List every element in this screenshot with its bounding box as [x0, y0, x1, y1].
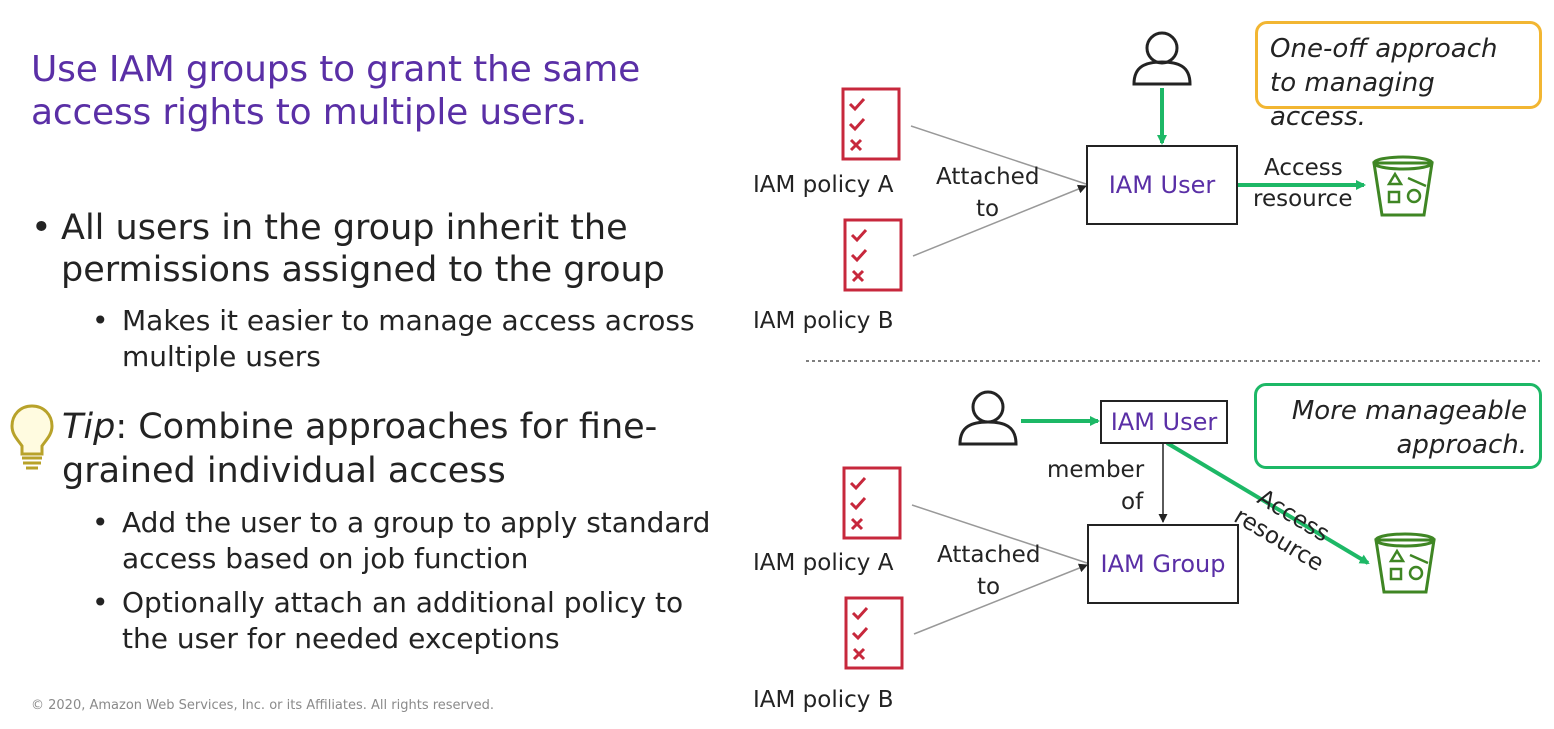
policy-a-label: IAM policy A — [753, 550, 894, 576]
attached-label: Attached — [937, 542, 1041, 568]
to-label: to — [976, 196, 1000, 222]
member-label: member — [1047, 457, 1145, 483]
policy-b-icon — [844, 596, 904, 670]
policy-a-label: IAM policy A — [753, 172, 894, 198]
user-icon — [1132, 31, 1192, 86]
callout-one-off: One-off approach to managing access. — [1255, 21, 1542, 132]
attached-label: Attached — [936, 164, 1040, 190]
tip-label: Tip — [62, 407, 116, 447]
sub-bullet-policy-text: Optionally attach an additional policy t… — [122, 586, 684, 655]
sub-bullet-group: • Add the user to a group to apply stand… — [92, 505, 712, 577]
sub-bullet-policy: • Optionally attach an additional policy… — [92, 585, 732, 657]
copyright-footer: © 2020, Amazon Web Services, Inc. or its… — [31, 698, 494, 713]
bullet-inherit-text: All users in the group inherit the permi… — [61, 208, 665, 290]
attach-line-a — [911, 504, 1088, 564]
attach-line-b — [913, 563, 1088, 635]
policy-a-icon — [841, 87, 901, 161]
bucket-icon — [1374, 532, 1436, 594]
resource-label: resource — [1253, 186, 1353, 212]
to-label: to — [977, 574, 1001, 600]
bullet-dot: • — [92, 506, 109, 539]
attach-line-a — [910, 125, 1087, 185]
of-label: of — [1121, 489, 1144, 515]
sub-bullet-group-text: Add the user to a group to apply standar… — [122, 506, 711, 575]
tip-rest: : Combine approaches for fine-grained in… — [62, 407, 658, 491]
policy-b-icon — [843, 218, 903, 292]
bullet-dot: • — [92, 586, 109, 619]
access-arrow-bottom — [1165, 441, 1370, 565]
iam-user-box: IAM User — [1100, 400, 1228, 444]
callout-manageable: More manageable approach. — [1254, 383, 1542, 469]
policy-b-label: IAM policy B — [753, 308, 894, 334]
iam-user-box: IAM User — [1086, 145, 1238, 225]
bullet-dot: • — [31, 208, 52, 248]
attach-line-b — [912, 184, 1087, 257]
user-icon — [958, 390, 1018, 446]
tip-text: Tip: Combine approaches for fine-grained… — [62, 405, 722, 493]
slide-title: Use IAM groups to grant the same access … — [31, 49, 641, 133]
access-label: Access — [1264, 155, 1343, 181]
iam-group-box: IAM Group — [1087, 524, 1239, 604]
policy-a-icon — [842, 466, 902, 540]
sub-bullet-manage: • Makes it easier to manage access acros… — [92, 303, 712, 375]
bullet-inherit: • All users in the group inherit the per… — [31, 207, 711, 291]
bucket-icon — [1372, 155, 1434, 217]
policy-b-label: IAM policy B — [753, 687, 894, 713]
sub-bullet-manage-text: Makes it easier to manage access across … — [122, 304, 695, 373]
bullet-dot: • — [92, 304, 109, 337]
lightbulb-icon — [8, 402, 56, 476]
